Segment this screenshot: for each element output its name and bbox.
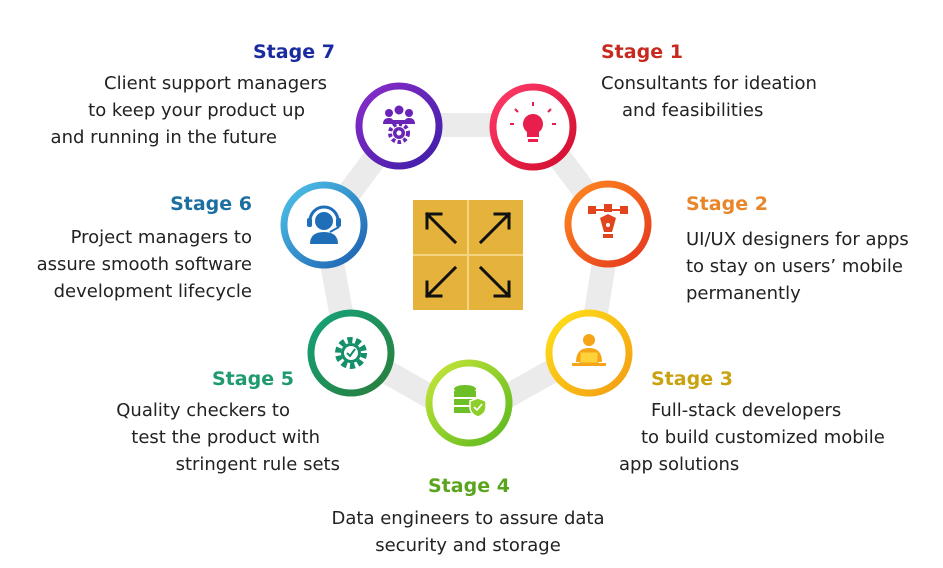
lightbulb-icon <box>510 102 556 142</box>
stage-6-circle <box>280 181 368 269</box>
stage-2-line-1: UI/UX designers for apps <box>686 229 909 250</box>
gear-check-icon <box>335 337 367 369</box>
stage-1-line-2: and feasibilities <box>622 100 764 121</box>
stage-4-circle <box>425 359 513 447</box>
stage-1-circle <box>489 83 577 171</box>
stage-7-line-2: to keep your product up <box>88 100 305 121</box>
stage-5-description: Quality checkers to test the product wit… <box>116 397 340 478</box>
stage-6-description: Project managers to assure smooth softwa… <box>37 224 252 305</box>
stage-4-description: Data engineers to assure data security a… <box>298 505 638 559</box>
developer-laptop-icon <box>572 334 606 366</box>
stage-2-line-2: to stay on users’ mobile <box>686 256 903 277</box>
stage-5-line-2: test the product with <box>131 427 320 448</box>
stage-1-description: Consultants for ideation and feasibiliti… <box>601 70 817 124</box>
stage-3-line-3: app solutions <box>619 454 740 475</box>
stage-2-circle <box>564 180 652 268</box>
stage-7-line-3: and running in the future <box>50 127 277 148</box>
stage-2-line-3: permanently <box>686 283 801 304</box>
stage-2-title: Stage 2 <box>686 193 768 215</box>
stage-6-line-1: Project managers to <box>70 227 252 248</box>
stage-5-title: Stage 5 <box>212 368 294 390</box>
stage-1-line-1: Consultants for ideation <box>601 73 817 94</box>
stage-3-line-1: Full-stack developers <box>651 400 842 421</box>
stage-1-title: Stage 1 <box>601 41 683 63</box>
stage-3-description: Full-stack developers to build customize… <box>619 397 885 478</box>
stage-5-line-3: stringent rule sets <box>175 454 340 475</box>
pen-tool-icon <box>588 204 628 238</box>
stage-7-line-1: Client support managers <box>104 73 327 94</box>
stage-7-title: Stage 7 <box>253 41 335 63</box>
stage-4-title: Stage 4 <box>428 475 510 497</box>
stage-6-line-2: assure smooth software <box>36 254 252 275</box>
stage-5-line-1: Quality checkers to <box>116 400 290 421</box>
stage-6-line-3: development lifecycle <box>53 281 252 302</box>
stage-4-line-1: Data engineers to assure data <box>331 508 605 529</box>
stage-3-line-2: to build customized mobile <box>641 427 885 448</box>
stage-7-description: Client support managers to keep your pro… <box>51 70 327 151</box>
stage-5-circle <box>307 309 395 397</box>
stage-4-line-2: security and storage <box>375 535 561 556</box>
stage-6-title: Stage 6 <box>170 193 252 215</box>
stage-3-title: Stage 3 <box>651 368 733 390</box>
headset-agent-icon <box>307 205 341 244</box>
stage-7-circle <box>355 82 443 170</box>
team-gear-icon <box>383 105 415 144</box>
center-expand-icon <box>413 200 523 310</box>
stage-3-circle <box>545 309 633 397</box>
stage-2-description: UI/UX designers for apps to stay on user… <box>686 226 909 307</box>
database-shield-icon <box>454 385 487 418</box>
